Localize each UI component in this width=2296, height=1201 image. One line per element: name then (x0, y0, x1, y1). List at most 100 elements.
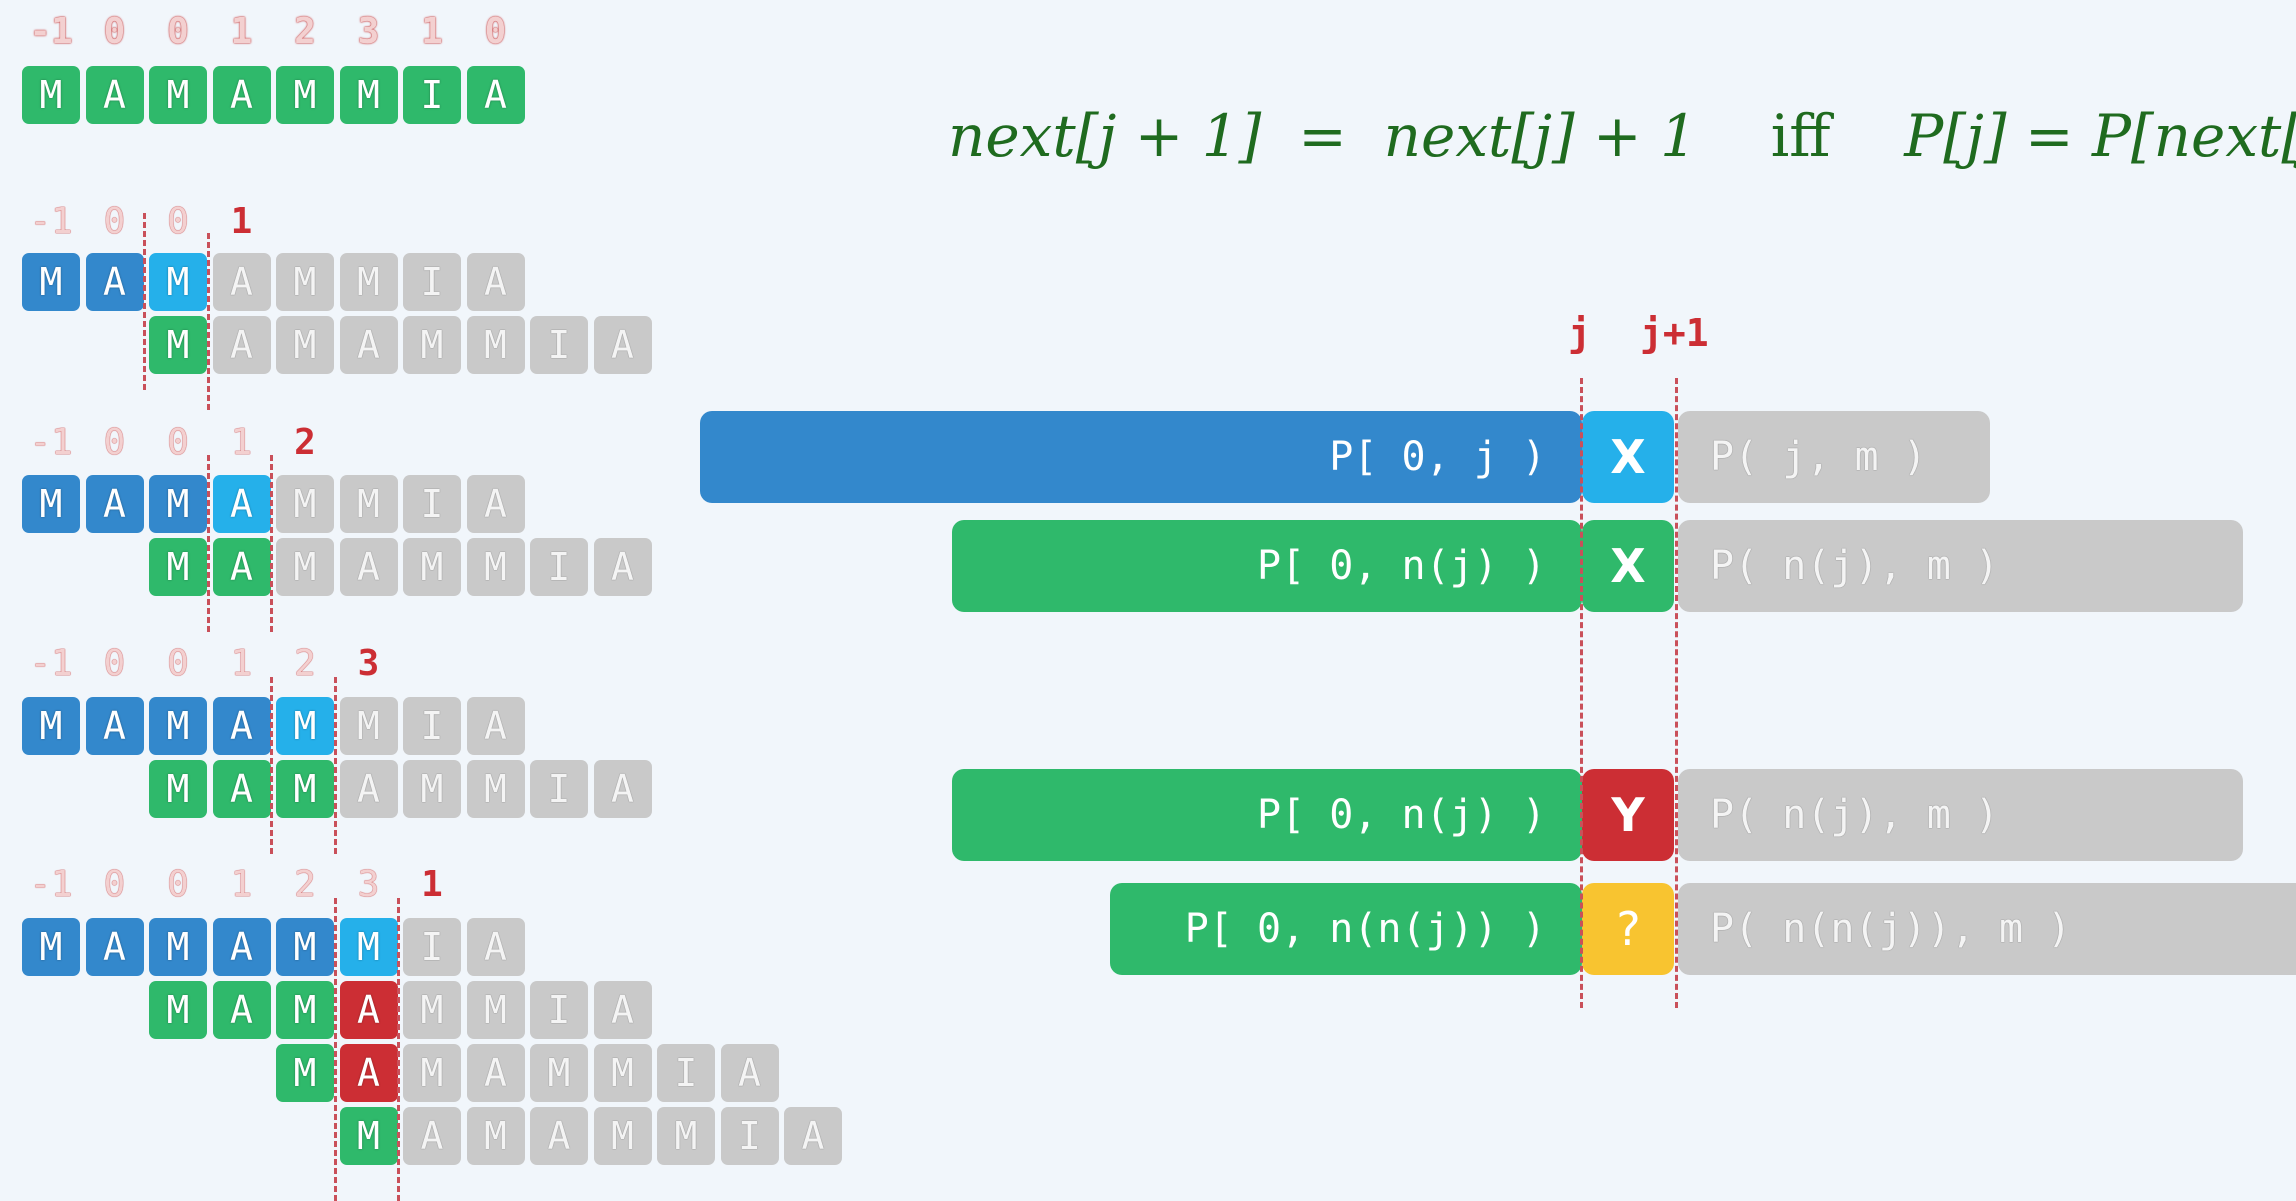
divider-j-plus-1 (1675, 378, 1678, 1008)
formula-cond: P[j] = P[next[j]] (1904, 102, 2296, 170)
step-shifted-cell: I (530, 538, 588, 596)
step-pattern-cell: A (212, 475, 271, 533)
step-shifted-cell: A (212, 316, 271, 374)
divider-j (1580, 378, 1583, 1008)
step-next-value: 0 (103, 864, 126, 905)
step-divider (270, 677, 273, 854)
step-pattern-cell: M (22, 918, 80, 976)
step-shifted-cell: A (339, 538, 398, 596)
top-next-value: 0 (484, 11, 507, 52)
step-shifted-cell: M (403, 1044, 461, 1102)
step-pattern-cell: M (149, 475, 207, 533)
top-pattern-cell: A (85, 66, 144, 124)
bar-prefix-row2: P[ 0, n(j) ) (952, 520, 1582, 612)
step-shifted-cell: A (212, 981, 271, 1039)
top-next-value: 1 (230, 11, 253, 52)
top-next-value: 0 (167, 11, 189, 52)
bar-prefix-row3: P[ 0, n(j) ) (952, 769, 1582, 861)
step-divider (143, 213, 146, 390)
step-shifted-cell: M (403, 760, 461, 818)
step-next-value: -1 (29, 864, 73, 905)
step-shifted-cell: M (149, 538, 207, 596)
step-next-value: 0 (103, 643, 126, 684)
step-shifted-cell: A (530, 1107, 588, 1165)
top-pattern-cell: A (212, 66, 271, 124)
step-pattern-cell: M (149, 253, 207, 311)
top-pattern-cell: A (466, 66, 525, 124)
step-new-next-value: 3 (357, 643, 380, 684)
top-next-value: 3 (357, 11, 380, 52)
bar-prefix-row1: P[ 0, j ) (700, 411, 1582, 503)
step-shifted-cell: M (466, 538, 525, 596)
step-next-value: 0 (167, 864, 189, 905)
box-char-row3: Y (1582, 769, 1674, 861)
step-next-value: 1 (230, 643, 253, 684)
top-next-value: -1 (29, 11, 73, 52)
step-next-value: 0 (103, 201, 126, 242)
step-shifted-cell: M (593, 1107, 652, 1165)
step-shifted-cell: A (593, 760, 652, 818)
step-shifted-cell: M (530, 1044, 588, 1102)
step-pattern-cell: I (403, 475, 461, 533)
step-shifted-cell: I (530, 316, 588, 374)
step-shifted-cell: M (276, 760, 334, 818)
step-divider (333, 898, 337, 1201)
step-shifted-cell: M (339, 1107, 398, 1165)
step-shifted-cell: M (276, 981, 334, 1039)
step-next-value: 0 (167, 201, 189, 242)
step-next-value: 2 (294, 864, 316, 905)
step-divider (206, 233, 210, 410)
box-char-row1: X (1582, 411, 1674, 503)
step-pattern-cell: A (466, 475, 525, 533)
bar-prefix-row4: P[ 0, n(n(j)) ) (1110, 883, 1582, 975)
label-j-plus-1: j+1 (1640, 311, 1709, 355)
step-shifted-cell: M (149, 981, 207, 1039)
step-shifted-cell: M (657, 1107, 715, 1165)
step-next-value: 0 (167, 422, 189, 463)
bar-suffix-row4: P( n(n(j)), m ) (1678, 883, 2296, 975)
top-pattern-cell: M (276, 66, 334, 124)
step-shifted-cell: A (593, 981, 652, 1039)
step-next-value: 3 (357, 864, 380, 905)
step-new-next-value: 1 (421, 864, 443, 905)
step-next-value: 0 (167, 643, 189, 684)
formula-rhs: next[j] + 1 (1383, 102, 1697, 170)
top-next-value: 1 (421, 11, 443, 52)
step-pattern-cell: A (85, 475, 144, 533)
step-pattern-cell: A (466, 253, 525, 311)
top-pattern-cell: M (149, 66, 207, 124)
formula-lhs: next[j + 1] (948, 102, 1262, 170)
step-pattern-cell: M (276, 697, 334, 755)
top-next-value: 2 (294, 11, 316, 52)
step-shifted-cell: A (339, 1044, 398, 1102)
step-new-next-value: 2 (294, 422, 316, 463)
step-shifted-cell: M (466, 760, 525, 818)
step-shifted-cell: A (212, 538, 271, 596)
step-pattern-cell: I (403, 697, 461, 755)
step-next-value: 1 (230, 422, 253, 463)
step-shifted-cell: M (466, 981, 525, 1039)
step-pattern-cell: M (276, 253, 334, 311)
step-shifted-cell: A (339, 760, 398, 818)
label-j: j (1568, 311, 1591, 355)
box-char-row4: ? (1582, 883, 1674, 975)
step-pattern-cell: A (85, 918, 144, 976)
step-next-value: -1 (29, 201, 73, 242)
bar-suffix-row2: P( n(j), m ) (1678, 520, 2243, 612)
step-divider (270, 455, 273, 632)
step-pattern-cell: A (466, 918, 525, 976)
step-next-value: -1 (29, 643, 73, 684)
step-shifted-cell: I (530, 760, 588, 818)
top-pattern-cell: M (22, 66, 80, 124)
step-divider (333, 677, 337, 854)
step-shifted-cell: M (276, 316, 334, 374)
bar-suffix-row3: P( n(j), m ) (1678, 769, 2243, 861)
step-shifted-cell: M (403, 538, 461, 596)
step-pattern-cell: M (22, 475, 80, 533)
step-pattern-cell: A (212, 697, 271, 755)
formula: next[j + 1] = next[j] + 1 iff P[j] = P[n… (948, 98, 2296, 174)
step-next-value: -1 (29, 422, 73, 463)
step-shifted-cell: M (276, 538, 334, 596)
step-divider (397, 898, 400, 1201)
step-shifted-cell: M (466, 1107, 525, 1165)
